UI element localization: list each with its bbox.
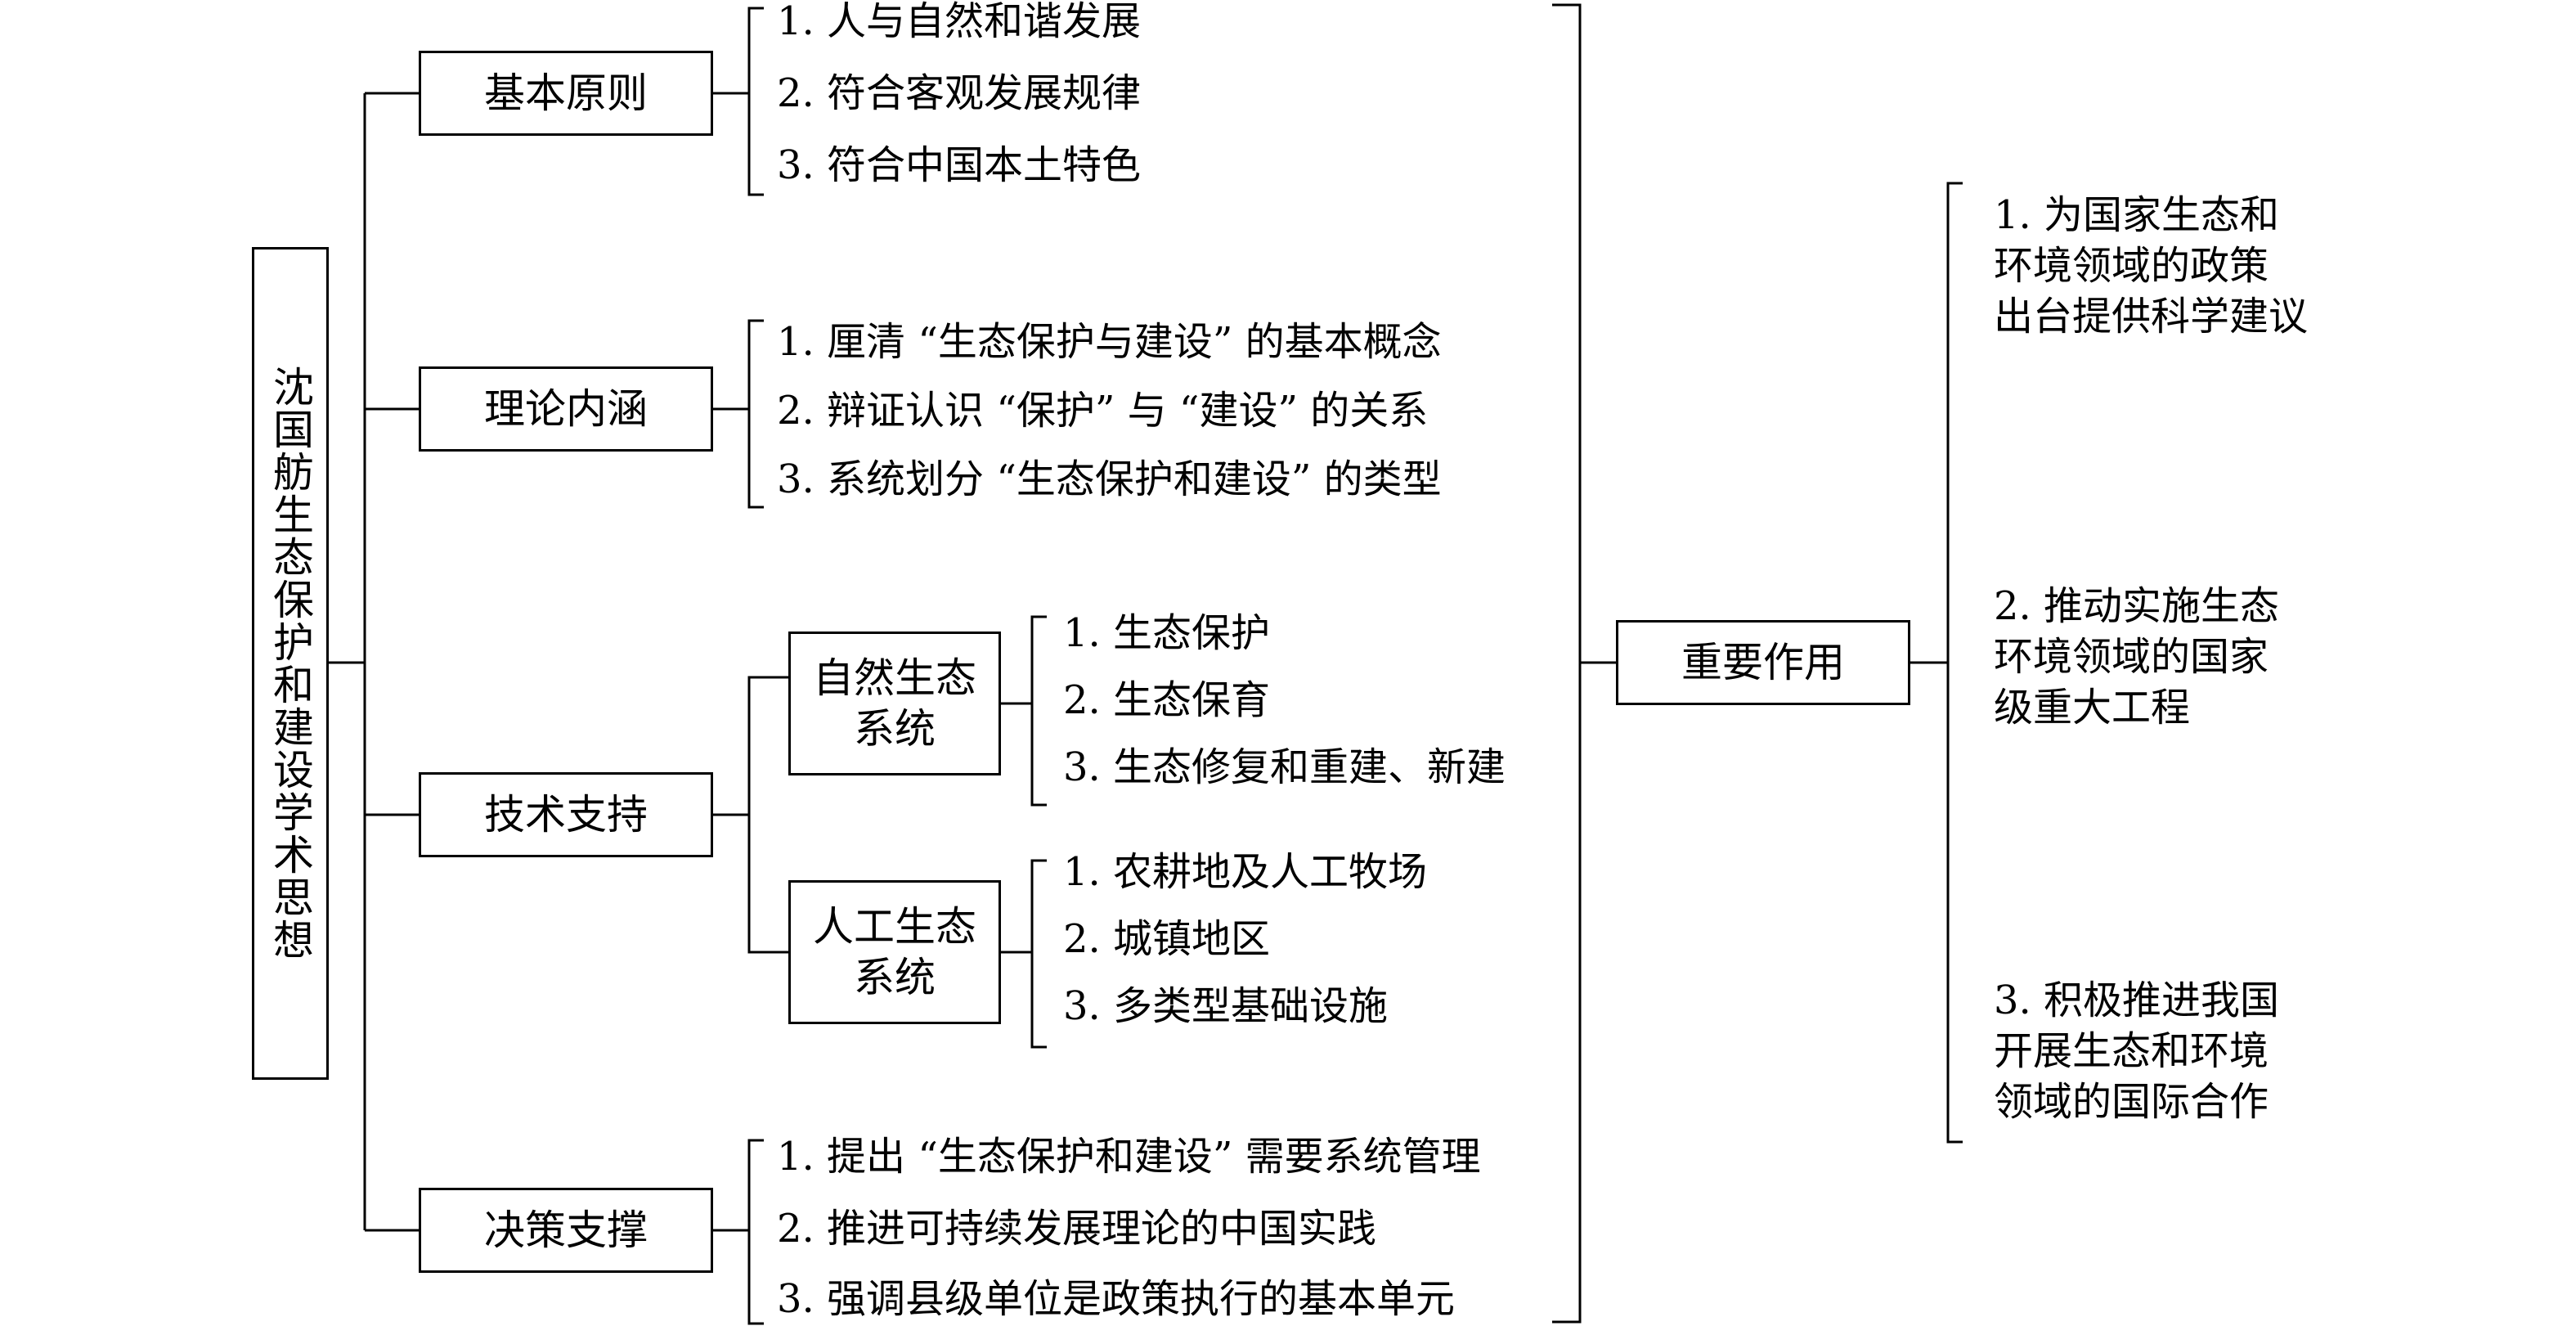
list-item: 2. 生态保育 [1063, 677, 1271, 723]
root-label: 沈国舫生态保护和建设学术思想 [267, 366, 314, 961]
subgroup-label: 自然生态系统 [813, 654, 976, 753]
branch-label: 理论内涵 [484, 385, 648, 433]
bracket-decision [713, 1139, 764, 1325]
bracket-effects [1910, 182, 1963, 1144]
subgroup-artificial: 人工生态系统 [788, 880, 1001, 1024]
branch-label: 基本原则 [484, 70, 648, 117]
branch-label: 技术支持 [484, 791, 648, 838]
effect-item: 2. 推动实施生态 环境领域的国家 级重大工程 [1994, 583, 2280, 730]
list-item: 3. 生态修复和重建、新建 [1063, 744, 1506, 790]
branch-tech: 技术支持 [419, 772, 713, 857]
list-item: 1. 农耕地及人工牧场 [1063, 849, 1428, 895]
effect-item: 3. 积极推进我国 开展生态和环境 领域的国际合作 [1994, 978, 2280, 1125]
list-item: 1. 厘清 “生态保护与建设” 的基本概念 [777, 319, 1442, 365]
subgroup-natural: 自然生态系统 [788, 632, 1001, 775]
summary-node: 重要作用 [1616, 620, 1910, 705]
bracket-theory [713, 319, 764, 509]
list-item: 2. 推进可持续发展理论的中国实践 [777, 1206, 1377, 1252]
list-item: 2. 符合客观发展规律 [777, 70, 1142, 116]
list-item: 1. 人与自然和谐发展 [777, 0, 1142, 44]
summary-label: 重要作用 [1681, 639, 1845, 686]
list-item: 2. 辩证认识 “保护” 与 “建设” 的关系 [777, 388, 1429, 434]
big-bracket [1552, 3, 1616, 1324]
effect-item: 1. 为国家生态和 环境领域的政策 出台提供科学建议 [1994, 192, 2309, 339]
bracket-natural [1001, 615, 1047, 807]
branch-label: 决策支撑 [484, 1207, 648, 1254]
branch-theory: 理论内涵 [419, 366, 713, 452]
subgroup-label: 人工生态系统 [813, 903, 976, 1001]
list-item: 2. 城镇地区 [1063, 916, 1271, 962]
list-item: 3. 系统划分 “生态保护和建设” 的类型 [777, 456, 1442, 502]
list-item: 3. 强调县级单位是政策执行的基本单元 [777, 1276, 1456, 1322]
bracket-principle [713, 7, 764, 196]
root-node: 沈国舫生态保护和建设学术思想 [252, 247, 329, 1080]
branch-decision: 决策支撑 [419, 1188, 713, 1273]
bracket-tech [713, 676, 788, 954]
bracket-artificial [1001, 859, 1047, 1049]
list-item: 1. 生态保护 [1063, 610, 1271, 656]
list-item: 3. 符合中国本土特色 [777, 142, 1142, 188]
list-item: 3. 多类型基础设施 [1063, 983, 1389, 1029]
branch-principle: 基本原则 [419, 51, 713, 136]
list-item: 1. 提出 “生态保护和建设” 需要系统管理 [777, 1134, 1481, 1180]
